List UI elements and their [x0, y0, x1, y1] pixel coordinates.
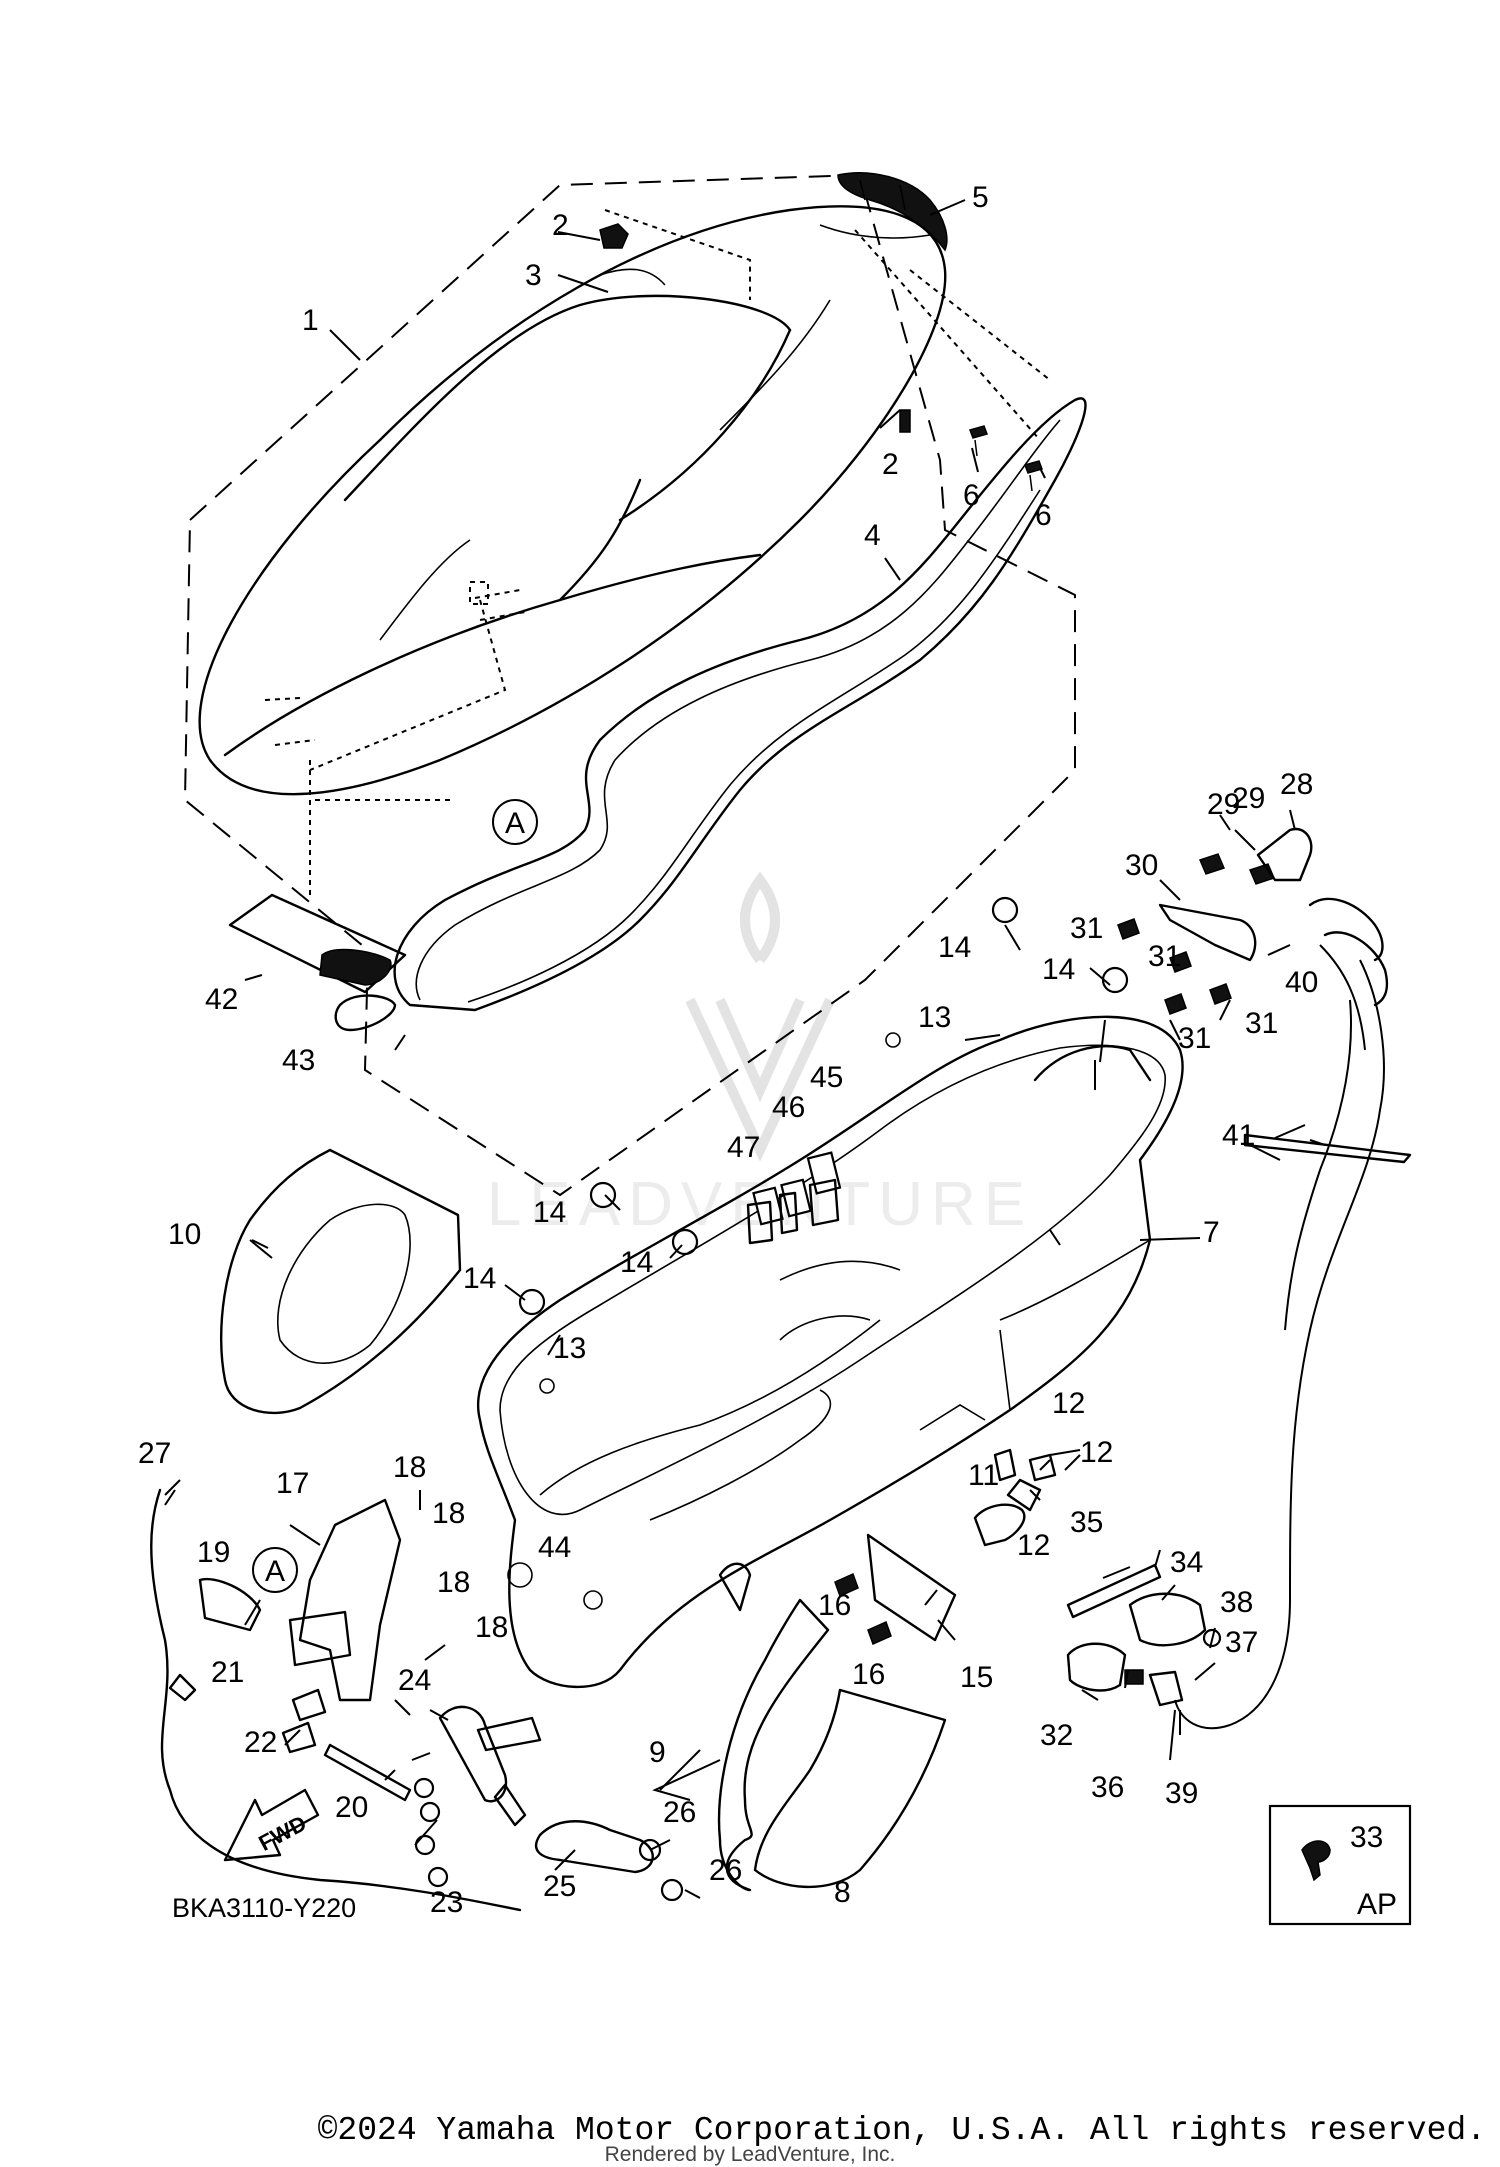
mat-10 [220, 1148, 462, 1415]
callout: 13 [553, 1332, 586, 1365]
callout: 16 [852, 1658, 885, 1691]
hinge-bracket-assembly [150, 1479, 654, 1912]
ref-marker-A-bottom: A [252, 1547, 298, 1593]
callout: 34 [1170, 1546, 1203, 1579]
callout: 2 [552, 209, 569, 242]
callout: 44 [538, 1531, 571, 1564]
seat [198, 205, 947, 796]
callout: 29 [1232, 782, 1265, 815]
callout: 22 [244, 1726, 277, 1759]
callout: 41 [1222, 1119, 1255, 1152]
key-inset-box: 33 AP [1268, 1804, 1412, 1926]
callout: 14 [463, 1262, 496, 1295]
seat-dotted-guides [309, 209, 1051, 900]
callout: 46 [772, 1091, 805, 1124]
callout: 45 [810, 1061, 843, 1094]
callout: 14 [938, 931, 971, 964]
key-item-number: 33 [1350, 1821, 1383, 1854]
callout: 11 [968, 1459, 999, 1492]
callout-labels: 1 2 2 3 4 5 6 6 7 8 9 10 11 12 12 12 13 … [138, 181, 1318, 1919]
callout: 18 [475, 1611, 508, 1644]
callout: 5 [972, 181, 989, 214]
callout: 4 [864, 519, 881, 552]
callout: 35 [1070, 1506, 1103, 1539]
key-box-label: AP [1357, 1888, 1397, 1921]
callout: 6 [963, 479, 980, 512]
key-icon [1301, 1840, 1331, 1882]
callout: 43 [282, 1044, 315, 1077]
callout: 32 [1040, 1719, 1073, 1752]
storage-box [476, 1015, 1184, 1689]
seat-lock-assembly [866, 827, 1412, 1730]
callout: 28 [1280, 768, 1313, 801]
callout: 26 [663, 1796, 696, 1829]
callout: 30 [1125, 849, 1158, 882]
callout: 26 [709, 1854, 742, 1887]
callout: 18 [393, 1451, 426, 1484]
ref-marker-A-top-label: A [505, 807, 525, 840]
mat-10-inner [277, 1203, 411, 1364]
callout: 10 [168, 1218, 201, 1251]
liner-9 [717, 1598, 830, 1892]
fwd-arrow: FWD [223, 1788, 320, 1862]
ref-marker-A-bottom-label: A [265, 1555, 285, 1588]
callout: 1 [302, 304, 319, 337]
callout: 23 [430, 1886, 463, 1919]
decals [746, 1178, 840, 1245]
fwd-label: FWD [254, 1810, 310, 1856]
callout: 18 [437, 1566, 470, 1599]
callout: 13 [918, 1001, 951, 1034]
ref-marker-A-top: A [492, 799, 538, 845]
seat-trim-seal [393, 397, 1087, 1012]
callout: 16 [818, 1589, 851, 1622]
callout: 31 [1178, 1022, 1211, 1055]
callout: 38 [1220, 1586, 1253, 1619]
fasteners [413, 223, 1276, 1902]
callout: 2 [882, 448, 899, 481]
callout: 37 [1225, 1626, 1258, 1659]
callout: 29 [1207, 788, 1240, 821]
callout: 36 [1091, 1771, 1124, 1804]
callout: 9 [649, 1736, 666, 1769]
callout: 17 [276, 1467, 309, 1500]
callout: 47 [727, 1131, 760, 1164]
grab-handle [837, 172, 948, 252]
callout: 42 [205, 983, 238, 1016]
callout: 31 [1245, 1007, 1278, 1040]
copyright-notice: ©2024 Yamaha Motor Corporation, U.S.A. A… [317, 2112, 1486, 2149]
leader-lines [164, 199, 1326, 1899]
callout: 20 [335, 1791, 368, 1824]
tool-bag-42 [228, 893, 407, 994]
liner-8 [753, 1688, 947, 1889]
callout: 39 [1165, 1777, 1198, 1810]
callout: 14 [1042, 953, 1075, 986]
callout: 8 [834, 1876, 851, 1909]
callout: 18 [432, 1497, 465, 1530]
callout: 14 [620, 1246, 653, 1279]
callout: 40 [1285, 966, 1318, 999]
callout: 6 [1035, 499, 1052, 532]
callout: 31 [1070, 912, 1103, 945]
callout: 12 [1080, 1436, 1113, 1469]
diagram-code: BKA3110-Y220 [172, 1893, 356, 1923]
grommet-43 [334, 994, 397, 1032]
callout: 12 [1017, 1529, 1050, 1562]
callout: 19 [197, 1536, 230, 1569]
callout: 25 [543, 1870, 576, 1903]
callout: 14 [533, 1196, 566, 1229]
rendered-by-notice: Rendered by LeadVenture, Inc. [604, 2143, 896, 2166]
callout: 24 [398, 1664, 431, 1697]
callout: 7 [1203, 1216, 1220, 1249]
callout: 27 [138, 1437, 171, 1470]
callout: 12 [1052, 1387, 1085, 1420]
callout: 31 [1148, 940, 1181, 973]
callout: 3 [525, 259, 542, 292]
callout: 21 [211, 1656, 244, 1689]
callout: 15 [960, 1661, 993, 1694]
